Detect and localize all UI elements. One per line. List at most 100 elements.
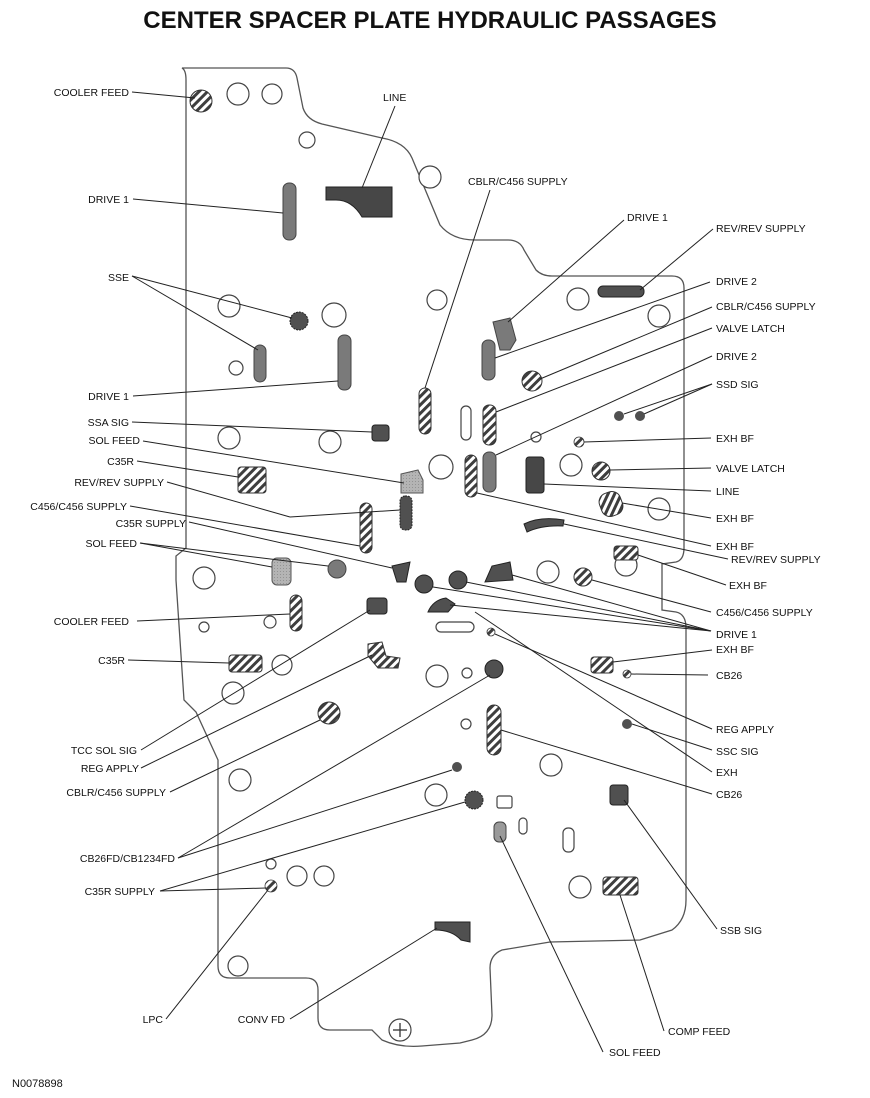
label-ssc-sig: SSC SIG [716,746,759,758]
c35r-passage-b [228,654,263,673]
label-cb26fd: CB26FD/CB1234FD [80,853,176,865]
conv-fd-passage [434,921,471,943]
drive1-passage-e [448,570,468,590]
label-valve-latch-b: VALVE LATCH [716,463,785,475]
reg-apply-passage-a [486,627,496,637]
figure-id: N0078898 [12,1078,63,1090]
label-line-top: LINE [383,92,406,104]
label-ssb-sig: SSB SIG [720,925,762,937]
label-c456-supply-left: C456/C456 SUPPLY [30,501,127,513]
label-valve-latch-a: VALVE LATCH [716,323,785,335]
cblr-supply-passage-c [317,701,341,725]
label-exh-bf-4: EXH BF [729,580,767,592]
drive1-passage-g [427,597,456,613]
cblr-supply-passage-b [418,387,432,435]
label-reg-apply-right: REG APPLY [716,724,774,736]
label-c35r-left: C35R [107,456,134,468]
c35r-supply-passage-b [464,790,484,810]
label-reg-apply-left: REG APPLY [81,763,139,775]
label-ssa-sig: SSA SIG [88,417,129,429]
sol-feed-passage-a [400,469,424,494]
label-exh-bf-3: EXH BF [716,541,754,553]
label-drive2-b: DRIVE 2 [716,351,757,363]
sol-feed-passage-d [493,821,507,843]
label-sol-feed-bottom: SOL FEED [609,1047,661,1059]
label-c456-supply-right: C456/C456 SUPPLY [716,607,813,619]
ssa-sig-passage [371,424,390,442]
label-drive1-left-mid: DRIVE 1 [88,391,129,403]
label-c35r-supply-left: C35R SUPPLY [116,518,186,530]
exh-bf-passage-d [613,545,639,561]
label-tcc-sol-sig: TCC SOL SIG [71,745,137,757]
comp-feed-passage [602,876,639,896]
line-passage [325,186,393,218]
c456-supply-passage-b [573,567,593,587]
label-cb26-b: CB26 [716,789,742,801]
cblr-supply-passage-a [521,370,543,392]
rev-supply-passage-b [464,454,478,498]
rev-supply-passage-c [399,495,413,531]
cb26-passage-a [622,669,632,679]
label-line-right: LINE [716,486,739,498]
drive1-passage-f [484,561,514,583]
passage-labels: COOLER FEED LINE CBLR/C456 SUPPLY DRIVE … [30,87,820,1059]
sol-feed-passage-b [271,557,292,586]
label-conv-fd: CONV FD [238,1014,286,1026]
c35r-supply-passage [391,561,411,583]
label-lpc: LPC [143,1014,164,1026]
drive1-passage-d [414,574,434,594]
exh-bf-passage-a [573,436,585,448]
cooler-feed-passage [189,89,213,113]
label-ssd-sig: SSD SIG [716,379,759,391]
label-drive1-right-top: DRIVE 1 [627,212,668,224]
label-c35r-left2: C35R [98,655,125,667]
label-cooler-feed-top: COOLER FEED [54,87,130,99]
line-passage-b [525,456,545,494]
rev-supply-passage-a [597,285,645,298]
drive1-passage-a [282,182,297,241]
label-exh: EXH [716,767,738,779]
drive2-passage-b [482,451,497,493]
plain-holes [192,82,671,1042]
label-rev-supply-right-mid: REV/REV SUPPLY [731,554,821,566]
label-rev-supply-left: REV/REV SUPPLY [74,477,164,489]
sse-passage-b [253,344,267,383]
label-exh-bf-1: EXH BF [716,433,754,445]
label-drive2-a: DRIVE 2 [716,276,757,288]
exh-bf-passage-c [523,518,565,533]
dowel-cross [393,1023,407,1037]
cooler-feed-passage-b [289,594,303,632]
c35r-passage-a [237,466,267,494]
c35r-supply-passage-c [264,879,278,893]
diagram-title: CENTER SPACER PLATE HYDRAULIC PASSAGES [143,7,716,34]
reg-apply-passage-b [367,641,401,669]
exh-bf-passage-e [590,656,614,674]
drive2-passage-a [481,339,496,381]
label-rev-supply-right-top: REV/REV SUPPLY [716,223,806,235]
valve-latch-passage-a [482,404,497,446]
cb26-passage-b [486,704,502,756]
label-cblr-supply-right: CBLR/C456 SUPPLY [716,301,816,313]
drive1-passage-c [492,317,517,351]
label-sol-feed-left: SOL FEED [88,435,140,447]
label-sol-feed-left2: SOL FEED [85,538,137,550]
cb26fd-passage-b [452,762,462,772]
c456-supply-passage-a [359,502,373,554]
label-drive1-right-mid: DRIVE 1 [716,629,757,641]
reg-apply-passage-c [622,719,632,729]
ssd-sig-passage-a [614,411,624,421]
label-cb26-a: CB26 [716,670,742,682]
label-exh-bf-5: EXH BF [716,644,754,656]
cb26fd-passage-a [484,659,504,679]
label-cblr-supply-left: CBLR/C456 SUPPLY [66,787,166,799]
sse-passage [289,311,309,331]
passage-shapes [189,89,645,943]
label-exh-bf-2: EXH BF [716,513,754,525]
label-c35r-supply-bottom: C35R SUPPLY [85,886,155,898]
drive1-passage-b [337,334,352,391]
ssd-sig-passage-b [635,411,645,421]
label-sse: SSE [108,272,129,284]
sol-feed-passage-c [327,559,347,579]
label-comp-feed: COMP FEED [668,1026,731,1038]
